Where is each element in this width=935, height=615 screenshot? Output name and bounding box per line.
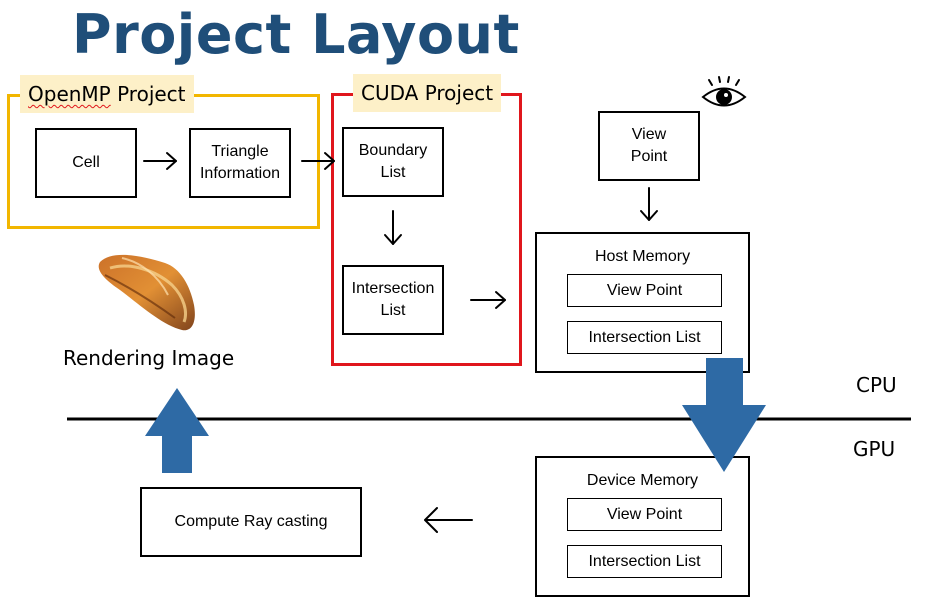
openmp-tag-rest: Project [110, 82, 186, 106]
intersection-list-box: Intersection List [342, 265, 444, 335]
cuda-project-tag: CUDA Project [353, 74, 502, 112]
host-view-point-item: View Point [567, 274, 722, 307]
eye-icon [701, 76, 747, 107]
big-down-arrow-cpu-to-gpu [682, 358, 766, 472]
cpu-label: CPU [856, 373, 897, 397]
compute-ray-casting-box: Compute Ray casting [140, 487, 362, 557]
device-view-point-item: View Point [567, 498, 722, 531]
arrow-cell-to-triangle [143, 152, 177, 170]
rendered-volume-image [98, 254, 195, 331]
boundary-list-box: Boundary List [342, 127, 444, 197]
big-up-arrow-to-rendering [145, 388, 209, 473]
view-point-box: View Point [598, 111, 700, 181]
host-memory-container: Host Memory View Point Intersection List [535, 232, 750, 373]
device-memory-title: Device Memory [586, 472, 699, 489]
gpu-label: GPU [853, 437, 896, 461]
arrow-triangle-to-boundary [301, 152, 335, 170]
device-intersection-list-item: Intersection List [567, 545, 722, 578]
arrow-device-to-compute [424, 507, 473, 533]
arrow-viewpoint-to-host [640, 187, 658, 221]
arrow-intersection-to-host [470, 291, 506, 309]
arrow-boundary-to-intersection [384, 210, 402, 245]
device-memory-container: Device Memory View Point Intersection Li… [535, 456, 750, 597]
openmp-word: OpenMP [28, 82, 111, 106]
rendering-image-label: Rendering Image [63, 346, 235, 370]
host-memory-title: Host Memory [594, 248, 691, 265]
triangle-information-box: Triangle Information [189, 128, 291, 198]
host-intersection-list-item: Intersection List [567, 321, 722, 354]
page-title: Project Layout [72, 3, 520, 66]
cell-box: Cell [35, 128, 137, 198]
openmp-project-tag: OpenMP Project [20, 75, 194, 113]
